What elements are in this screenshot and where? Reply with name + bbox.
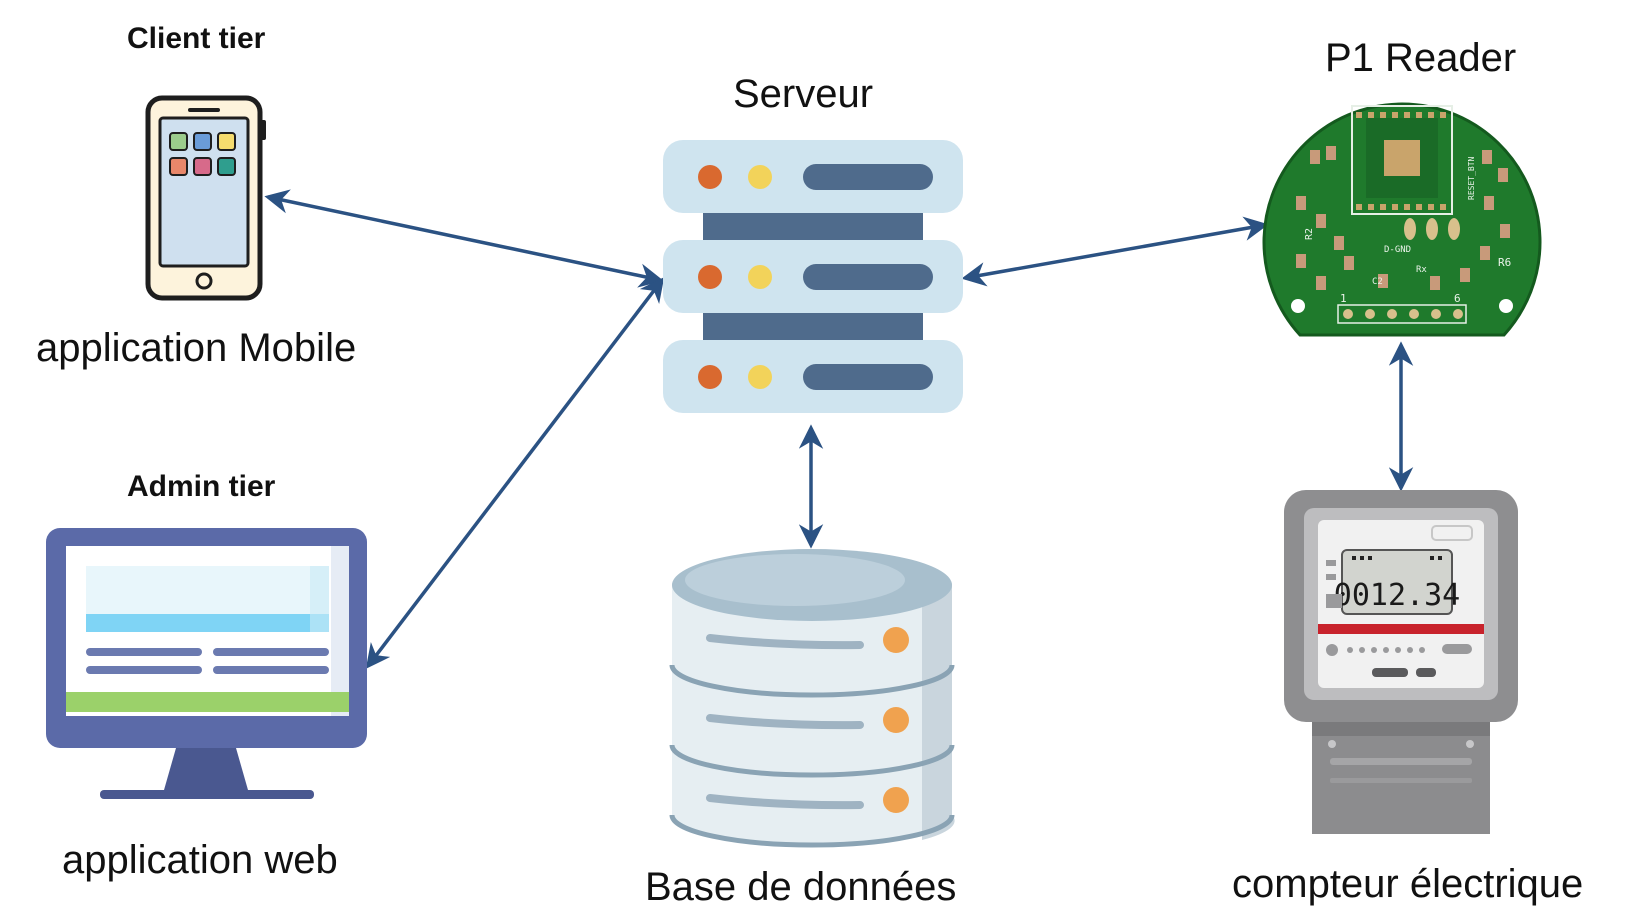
arrow-web-server [365,277,665,669]
pcb-r2-label: R2 [1304,228,1315,240]
electric-meter-label: compteur électrique [1232,862,1584,906]
pcb-pin6-label: 6 [1454,292,1461,305]
pcb-reset-label: RESET_BTN [1467,156,1476,200]
pcb-rx-label: Rx [1416,265,1427,275]
admin-tier-heading: Admin tier [127,470,276,503]
electric-meter-icon: 0012.34 [1284,490,1518,834]
web-app-label: application web [62,838,338,882]
connectors [264,189,1414,669]
server-label: Serveur [733,72,874,116]
client-tier-heading: Client tier [127,22,266,55]
pcb-c2-label: C2 [1372,277,1383,287]
meter-display-reading: 0012.34 [1334,578,1460,613]
mobile-app-label: application Mobile [36,326,357,370]
arrow-server-reader [961,216,1269,287]
pcb-pin1-label: 1 [1340,292,1347,305]
pcb-gnd-label: D-GND [1384,245,1411,255]
smartphone-icon [145,95,266,301]
pcb-board-icon: 1 6 R6 D-GND Rx C2 R2 RESET_BTN [1262,102,1542,337]
monitor-icon [46,528,367,799]
server-icon [663,140,963,413]
arrow-mobile-server [264,189,664,288]
p1-reader-label: P1 Reader [1325,36,1517,80]
database-label: Base de données [645,865,957,909]
database-icon [669,549,955,848]
pcb-r6-label: R6 [1498,256,1511,269]
